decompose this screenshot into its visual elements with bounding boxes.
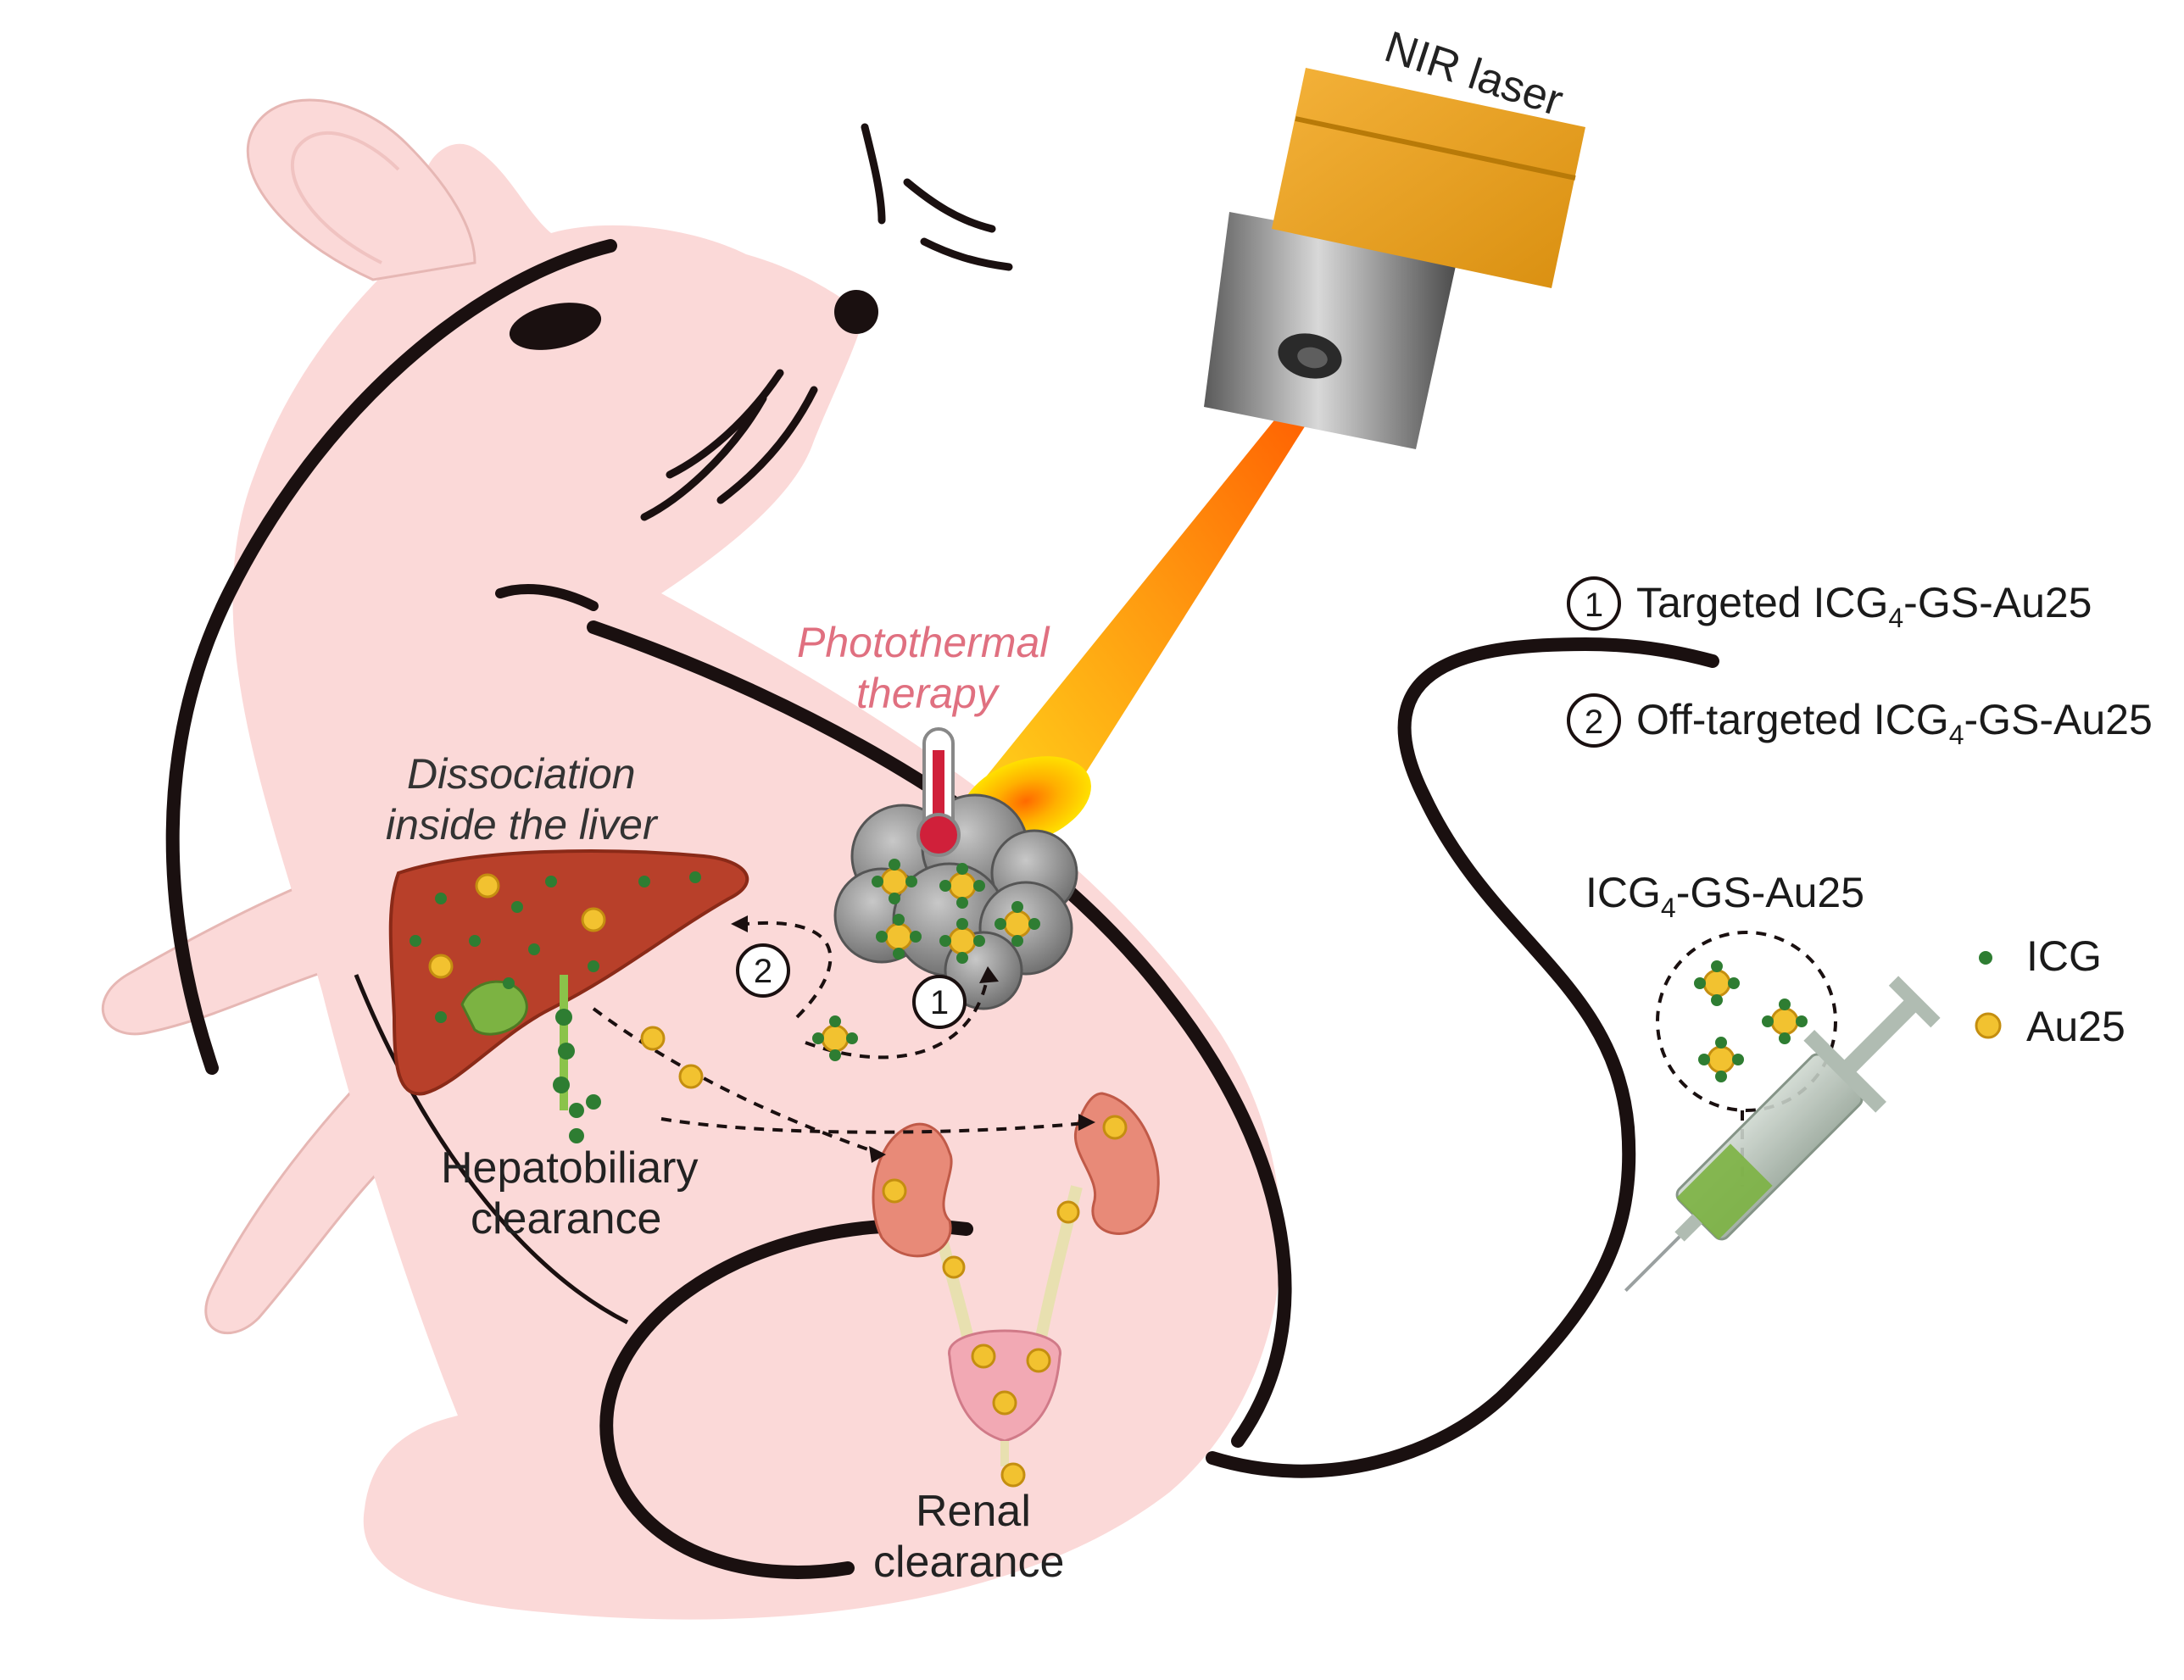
cluster-particle xyxy=(939,863,985,909)
legend-item-1: 1 Targeted ICG4-GS-Au25 xyxy=(1567,576,2092,633)
dissociation-label-1: Dissociation xyxy=(407,750,636,798)
arrow-to-right-kidney xyxy=(660,1117,1086,1134)
legend-off-targeted-text: Off-targeted ICG4-GS-Au25 xyxy=(1636,696,2153,750)
compound-label: ICG4-GS-Au25 xyxy=(1585,869,1864,923)
au25-particles xyxy=(428,873,1128,1488)
cluster-particle xyxy=(1698,1037,1744,1082)
cluster-particle xyxy=(1762,999,1808,1044)
mouse-nose xyxy=(834,290,878,334)
legend-circle-1 xyxy=(1567,576,1621,631)
icg-dots xyxy=(410,871,701,1023)
mouse-back-outline xyxy=(165,239,617,1075)
photothermal-label-2: therapy xyxy=(856,670,1000,717)
mouse-leg-line xyxy=(354,974,629,1325)
legend-circle-2 xyxy=(1567,693,1621,748)
renal-label-1: Renal xyxy=(916,1487,1031,1536)
laser-barrel xyxy=(1204,212,1458,449)
cluster-particle xyxy=(872,859,917,904)
mouse-hind-leg-outline xyxy=(599,1219,973,1579)
cluster-particle xyxy=(939,918,985,964)
circle-marker-2: 2 xyxy=(736,943,790,998)
liver xyxy=(388,849,749,1096)
arrow-to-liver xyxy=(745,921,833,1019)
legend-icg-label: ICG xyxy=(2026,932,2102,980)
svg-text:2: 2 xyxy=(1585,704,1603,741)
renal-label-2: clearance xyxy=(873,1538,1064,1587)
nir-laser-device: NIR laser xyxy=(961,22,1585,846)
mouse-body xyxy=(232,143,1282,1620)
laser-housing xyxy=(1272,68,1585,288)
compound-dashed-circle xyxy=(1656,931,1837,1112)
mouse-belly-outline xyxy=(587,620,1292,1448)
legend-au25-dot xyxy=(1975,1012,2002,1039)
cluster-particles xyxy=(812,859,1808,1082)
mouse-front-paw xyxy=(101,862,358,1036)
mouse-eye xyxy=(509,303,602,350)
mouse-ear-inner xyxy=(291,131,400,264)
photothermal-label-1: Photothermal xyxy=(797,619,1050,666)
mouse xyxy=(101,98,1719,1620)
svg-text:1: 1 xyxy=(930,984,949,1021)
dashed-arrows xyxy=(592,921,1086,1154)
cluster-particle xyxy=(812,1015,858,1061)
mouse-motion-lines xyxy=(861,123,1013,271)
mouse-chest-outline xyxy=(495,584,599,611)
mouse-tail xyxy=(1206,637,1719,1478)
arrowheads xyxy=(731,915,1095,1163)
mouse-whiskers xyxy=(640,369,818,521)
gallbladder xyxy=(460,980,528,1036)
arrow-to-left-kidney xyxy=(592,1007,878,1154)
hepatobiliary-label-2: clearance xyxy=(471,1194,661,1243)
cluster-particle xyxy=(876,914,922,960)
legend-au25-label: Au25 xyxy=(2026,1003,2126,1050)
laser-housing-band xyxy=(1295,116,1576,181)
bile-duct xyxy=(553,975,601,1143)
legend-item-2: 2 Off-targeted ICG4-GS-Au25 xyxy=(1567,693,2153,750)
dissociation-label-2: inside the liver xyxy=(386,801,659,848)
laser-beam xyxy=(983,381,1323,814)
legend-targeted-text: Targeted ICG4-GS-Au25 xyxy=(1636,579,2092,633)
hepatobiliary-label-1: Hepatobiliary xyxy=(441,1143,699,1193)
circle-marker-1: 1 xyxy=(912,975,967,1029)
svg-text:2: 2 xyxy=(754,953,772,990)
mouse-ear xyxy=(246,98,476,281)
svg-text:1: 1 xyxy=(1585,587,1603,624)
syringe-icon xyxy=(1624,976,1941,1293)
laser-aperture-inner xyxy=(1297,347,1328,369)
legend-icg-dot xyxy=(1979,951,1992,965)
cluster-particle xyxy=(994,901,1040,947)
cluster-particle xyxy=(1694,960,1740,1006)
kidney-right xyxy=(1073,1092,1160,1235)
kidney-left xyxy=(872,1122,953,1258)
thermometer-icon xyxy=(916,727,961,857)
